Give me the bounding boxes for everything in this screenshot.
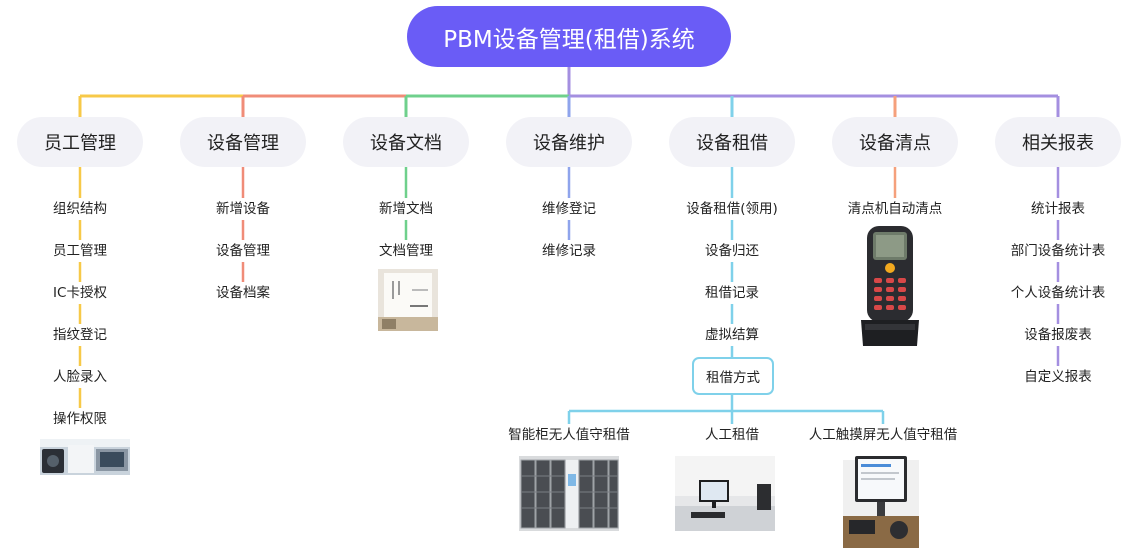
fingerprint-device-photo	[40, 439, 130, 475]
category-equipment-management[interactable]: 设备管理	[180, 117, 306, 167]
list-item[interactable]: 租借记录	[705, 285, 759, 301]
root-node[interactable]: PBM设备管理(租借)系统	[407, 6, 731, 67]
list-item[interactable]: 部门设备统计表	[1010, 243, 1106, 259]
category-staff-management[interactable]: 员工管理	[17, 117, 143, 167]
rental-method-node[interactable]: 租借方式	[692, 357, 774, 395]
list-item[interactable]: 维修登记	[542, 201, 596, 217]
list-item[interactable]: 设备租借(领用)	[686, 201, 778, 217]
category-equipment-inventory[interactable]: 设备清点	[832, 117, 958, 167]
list-item[interactable]: 文档管理	[379, 243, 433, 259]
rental-option-smart-cabinet[interactable]: 智能柜无人值守租借	[508, 427, 630, 443]
list-item[interactable]: 个人设备统计表	[1010, 285, 1106, 301]
category-reports[interactable]: 相关报表	[995, 117, 1121, 167]
list-item[interactable]: 自定义报表	[1024, 369, 1092, 385]
list-item[interactable]: 设备归还	[705, 243, 759, 259]
list-item[interactable]: 组织结构	[53, 201, 107, 217]
category-equipment-rental[interactable]: 设备租借	[669, 117, 795, 167]
list-item[interactable]: 员工管理	[53, 243, 107, 259]
inventory-scanner-photo	[859, 222, 921, 350]
list-item[interactable]: 设备管理	[216, 243, 270, 259]
category-equipment-maintenance[interactable]: 设备维护	[506, 117, 632, 167]
list-item[interactable]: 维修记录	[542, 243, 596, 259]
list-item[interactable]: 指纹登记	[53, 327, 107, 343]
list-item[interactable]: 新增设备	[216, 201, 270, 217]
list-item[interactable]: 人脸录入	[53, 369, 107, 385]
list-item[interactable]: 统计报表	[1031, 201, 1085, 217]
rental-option-touchscreen[interactable]: 人工触摸屏无人值守租借	[808, 427, 958, 443]
list-item[interactable]: 清点机自动清点	[847, 201, 943, 217]
list-item[interactable]: IC卡授权	[53, 285, 107, 301]
category-equipment-documents[interactable]: 设备文档	[343, 117, 469, 167]
rental-option-manual[interactable]: 人工租借	[705, 427, 759, 443]
touchscreen-kiosk-photo	[843, 446, 919, 548]
list-item[interactable]: 设备档案	[216, 285, 270, 301]
smart-cabinet-photo	[519, 456, 619, 531]
list-item[interactable]: 虚拟结算	[705, 327, 759, 343]
list-item[interactable]: 设备报废表	[1024, 327, 1092, 343]
list-item[interactable]: 操作权限	[53, 411, 107, 427]
document-photo	[378, 269, 438, 331]
list-item[interactable]: 新增文档	[379, 201, 433, 217]
manual-rental-photo	[675, 456, 775, 531]
